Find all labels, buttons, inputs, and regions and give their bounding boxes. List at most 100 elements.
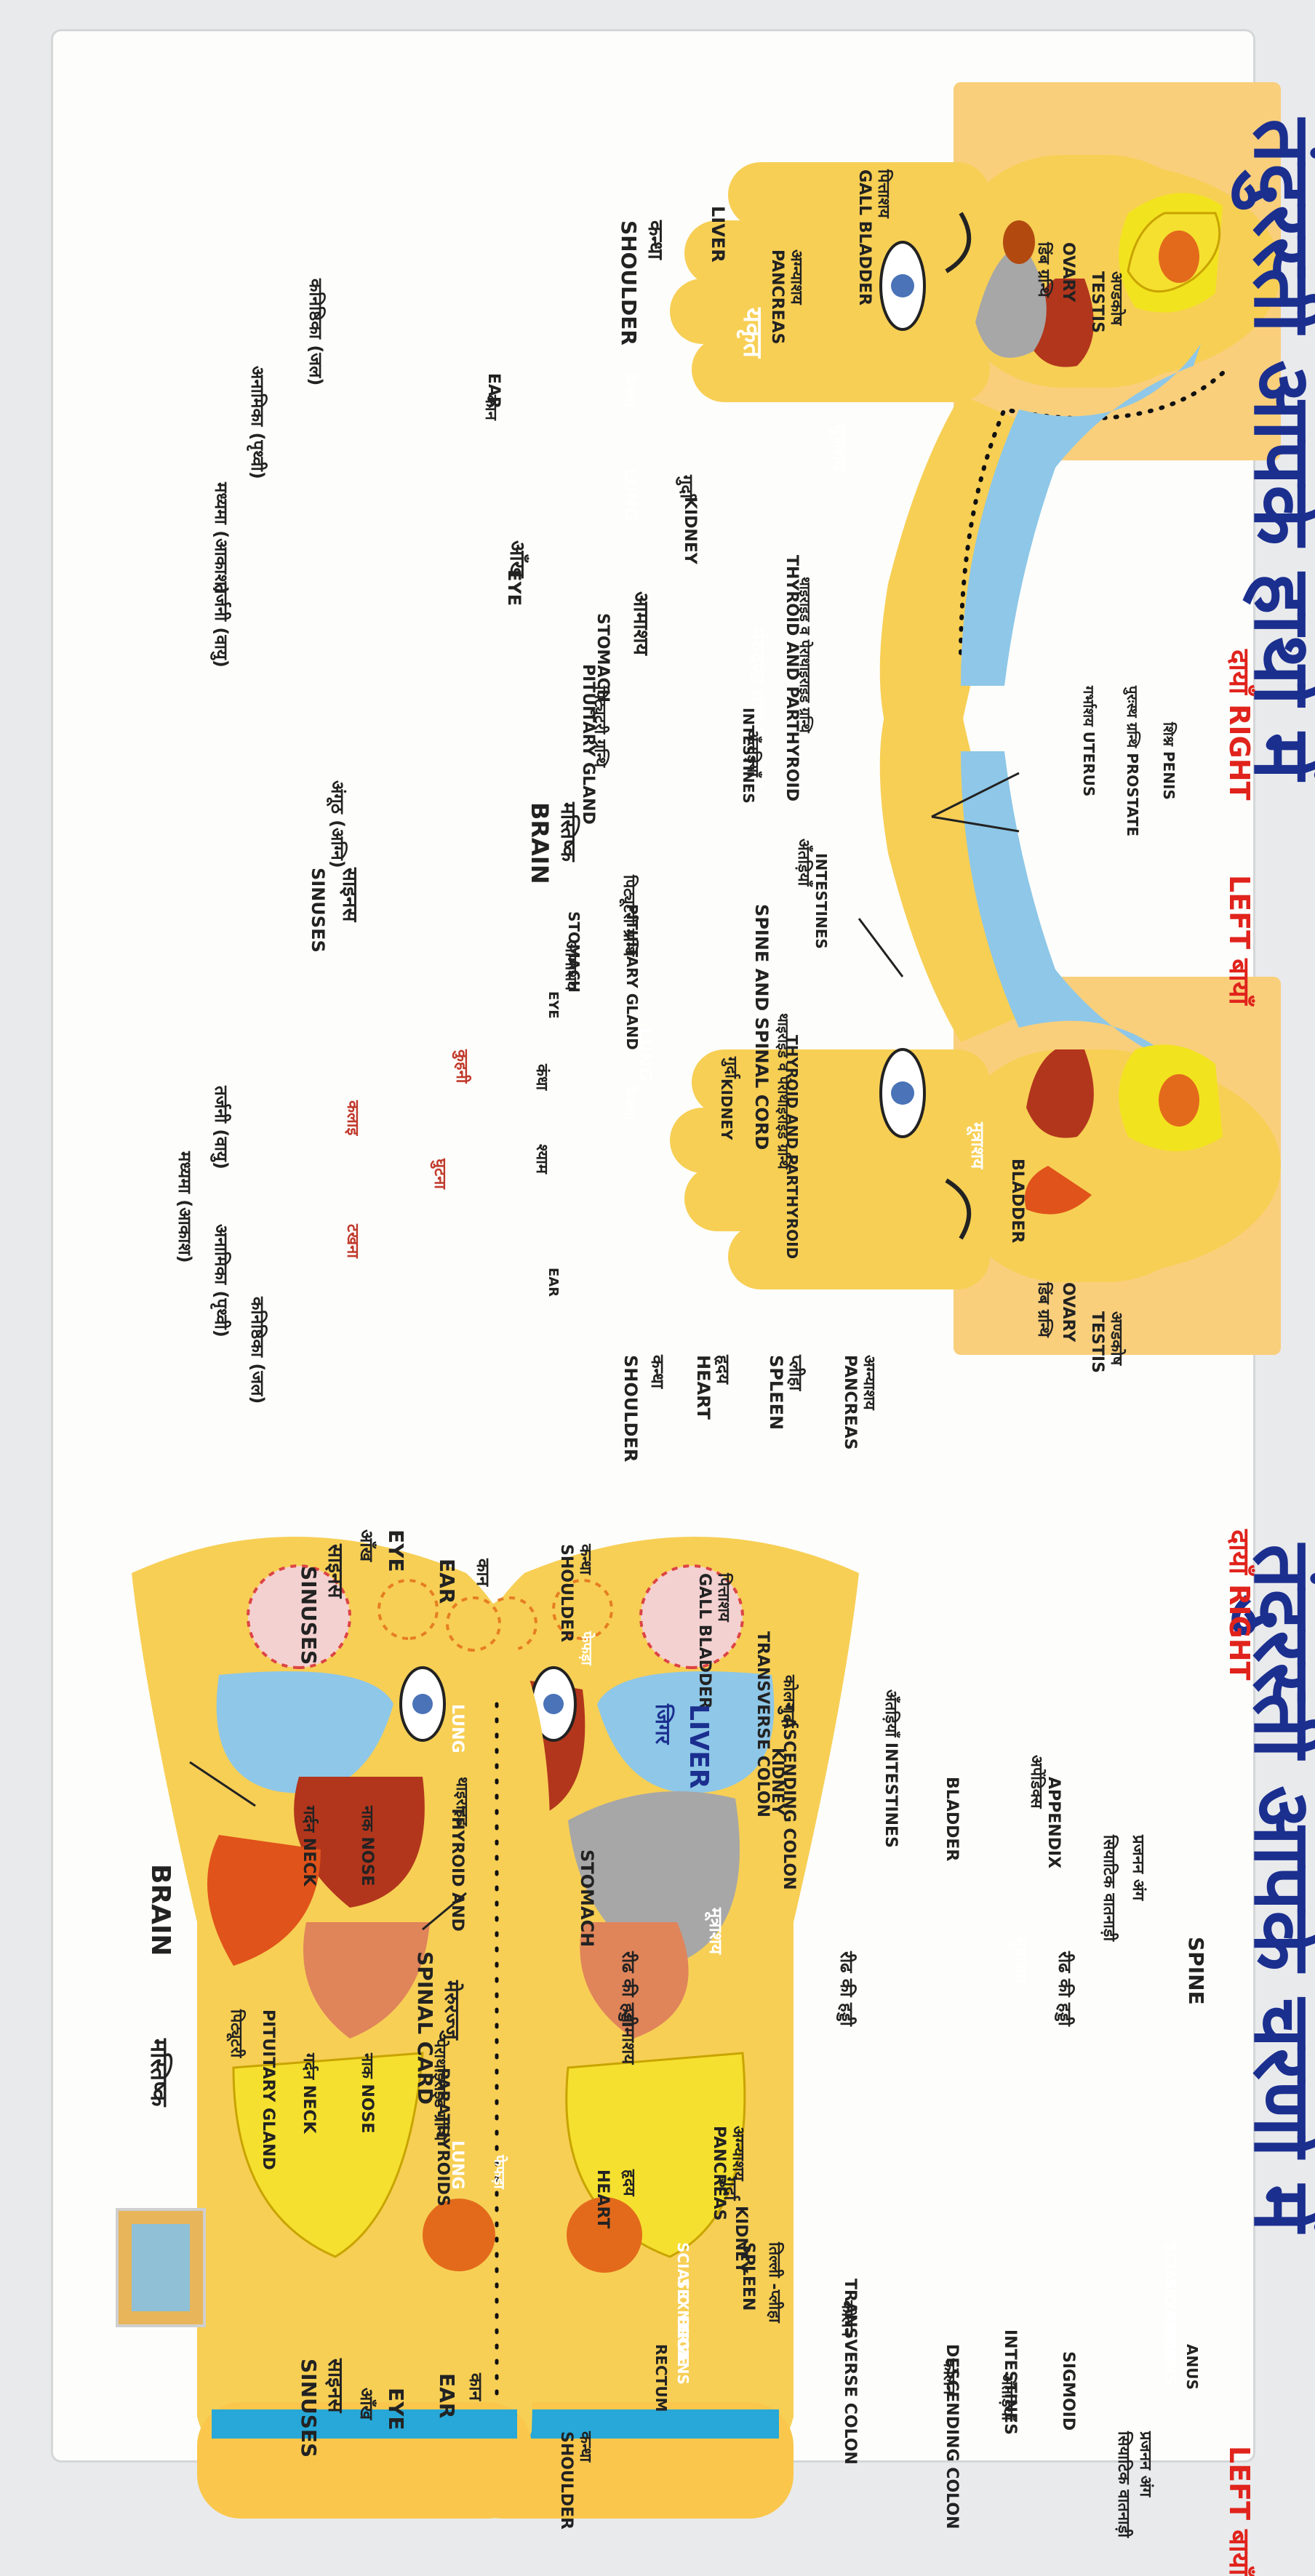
rf-nose: नाक NOSE — [358, 1806, 376, 1887]
lf-heart-hi: हृदय — [620, 2169, 638, 2196]
leader-lines — [189, 772, 1020, 1931]
lh-finger-3: अनामिका (पृथ्वी) — [211, 1224, 231, 1337]
lh-bladder-hi: मूत्राशय — [967, 1122, 988, 1169]
left-foot-kidney — [303, 1922, 430, 2039]
rf-appendix-hi: अपेंडिक्स — [1027, 1755, 1045, 1809]
rf-sinuses: SINUSES — [297, 1566, 321, 1665]
rh-bladder-hi: मूत्राशय — [829, 424, 850, 471]
lf-ear: EAR — [435, 2373, 459, 2419]
rh-gall-bladder-hi: पित्ताशय — [874, 169, 892, 218]
feet-brain-hi: मस्तिष्क — [145, 2039, 173, 2107]
rh-shoulder-hi: कन्धा — [644, 220, 668, 260]
lh-pancreas: PANCREAS — [841, 1355, 859, 1450]
rh-prostate: पुरःस्थ ग्रन्थि PROSTATE — [1124, 686, 1141, 837]
left-finger-little — [728, 1224, 990, 1289]
feet-right-side: दायाँ RIGHT — [1223, 1529, 1255, 1681]
rf-bladder-hi: मूत्राशय — [706, 1908, 726, 1955]
rh-testis: TESTIS — [1088, 271, 1106, 333]
lf-descending-colon-hi: कोलन — [940, 2359, 958, 2395]
rh-gall-bladder: GALL BLADDER — [855, 169, 874, 306]
lf-nose: नाक NOSE — [358, 2053, 376, 2134]
right-foot-thyroid-zone — [597, 1671, 775, 1793]
lh-testis-hi: अण्डकोष — [1107, 1311, 1125, 1366]
left-foot-illustration — [132, 1537, 551, 2519]
rf-neck: गर्दन NECK — [300, 1806, 318, 1887]
rh-uterus: गर्भाशय UTERUS — [1080, 686, 1098, 797]
rh-ear-hi: कान — [481, 395, 500, 420]
lh-stomach-hi: आमाशय — [561, 940, 580, 991]
rf-lung: LUNG — [448, 1704, 466, 1753]
reflexology-chart-card: तंदुरस्ती आपके हाथो में दायाँ RIGHT LEFT… — [51, 29, 1315, 2576]
lf-sinuses-hi: साइनस — [324, 2359, 348, 2413]
right-finger-middle — [670, 279, 990, 344]
lh-heart-hi: हृदय — [713, 1355, 733, 1384]
feet-spine-hi-2: रीढ की हड्डी — [836, 1951, 857, 2026]
lh-testis: TESTIS — [1088, 1311, 1106, 1373]
lf-bladder-hi: मूत्राशय — [1011, 1937, 1031, 1984]
lh-spine: SPINE AND SPINAL CORD — [751, 904, 772, 1151]
lh-shoulder: SHOULDER — [620, 1355, 641, 1463]
hands-left-side: LEFT बायाँ — [1223, 875, 1255, 1005]
left-lung — [1026, 1049, 1094, 1138]
rh-shoulder: SHOULDER — [617, 220, 641, 345]
feet-spine-hi-1: रीढ की हड्डी — [1055, 1951, 1075, 2026]
rh-pancreas-hi: अग्न्याशय — [787, 249, 805, 305]
rf-shoulder: SHOULDER — [557, 1544, 575, 1643]
right-foot-sciatic-band — [473, 2409, 779, 2439]
lh-spleen-hi: प्लीहा — [786, 1355, 806, 1391]
right-hand-illustration — [670, 82, 1281, 766]
rh-brain-hi: मस्तिष्क — [556, 802, 580, 862]
hands-right-side: दायाँ RIGHT — [1223, 649, 1255, 801]
lf-sigmoid: SIGMOID — [1059, 2351, 1077, 2431]
lh-joint-2: कुहनी — [452, 1049, 471, 1084]
left-foot-intestines — [232, 2052, 424, 2258]
lh-ovary-hi: डिंब ग्रन्थि — [1034, 1282, 1052, 1337]
rh-lung: LUNG — [620, 468, 641, 521]
rh-eye-hi: आँख — [505, 540, 529, 578]
rh-kidney: KIDNEY — [681, 497, 699, 564]
rf-liver-hi: जिगर — [651, 1704, 675, 1745]
lh-joint-5: कंधा — [532, 1064, 551, 1091]
rf-ear: EAR — [435, 1559, 459, 1604]
lf-ear-hi: कान — [465, 2373, 486, 2401]
lf-kidney-hi: गुर्दा — [720, 2177, 740, 2201]
rh-lung-hi: फेफड़ा — [622, 373, 639, 407]
right-foot-big-toe — [639, 1564, 744, 1669]
rh-finger-4: तर्जनी (वायु) — [211, 584, 231, 668]
lh-joint-6: श्याम — [532, 1144, 551, 1174]
rh-thyroid-hi: थाइराइड व पेराथाइराइड ग्रन्थि — [796, 577, 814, 733]
lf-shoulder: SHOULDER — [557, 2431, 575, 2530]
right-finger-index — [692, 337, 990, 402]
rh-liver: LIVER — [708, 206, 728, 263]
feet-spinal-card-hi: मेरुरज्जु — [440, 1980, 464, 2040]
rf-thyroid-hi: थाइराइड — [452, 1777, 471, 1826]
left-foot-big-toe — [247, 1564, 351, 1669]
lh-finger-2: मध्यमा (आकाश) — [175, 1151, 195, 1263]
left-thyroid-spine-zone — [961, 751, 1201, 1093]
lh-finger-4: कनिष्ठिका (जल) — [247, 1297, 268, 1404]
rh-penis: शिश्न PENIS — [1160, 722, 1178, 800]
rh-ovary: OVARY — [1059, 242, 1077, 303]
rf-rectum: RECTUM — [652, 2344, 670, 2412]
lf-heart: HEART — [593, 2169, 612, 2229]
lh-kidney: KIDNEY — [718, 1079, 735, 1140]
lf-pancreas: PANCREAS — [710, 2126, 728, 2221]
lh-spleen: SPLEEN — [766, 1355, 786, 1431]
rh-pancreas: PANCREAS — [768, 249, 786, 345]
rotated-chart: तंदुरस्ती आपके हाथो में दायाँ RIGHT LEFT… — [53, 31, 1315, 2576]
rf-stomach: STOMACH — [577, 1849, 597, 1948]
left-foot-bladder — [423, 2199, 495, 2271]
lh-shoulder-hi: कन्धा — [647, 1355, 668, 1389]
lf-eye-hi: आँख — [356, 2388, 377, 2420]
right-finger-little — [728, 162, 990, 228]
lh-joint-1: कलाइ — [343, 1100, 361, 1136]
lh-intestines-hi: अँतड़ियाँ — [794, 839, 812, 887]
lf-shoulder-hi: कन्धा — [576, 2431, 594, 2463]
left-foot-parathyroid-zone — [216, 1671, 393, 1793]
rh-testis-hi: अण्डकोष — [1107, 271, 1125, 326]
lh-joint-4: टखना — [343, 1224, 361, 1258]
rh-stomach-hi: आमाशय — [629, 591, 653, 655]
left-foot-sciatic-band — [212, 2409, 517, 2439]
rf-liver: LIVER — [684, 1704, 714, 1789]
rf-sex-hi: प्रजनन अंग — [1129, 1835, 1147, 1901]
